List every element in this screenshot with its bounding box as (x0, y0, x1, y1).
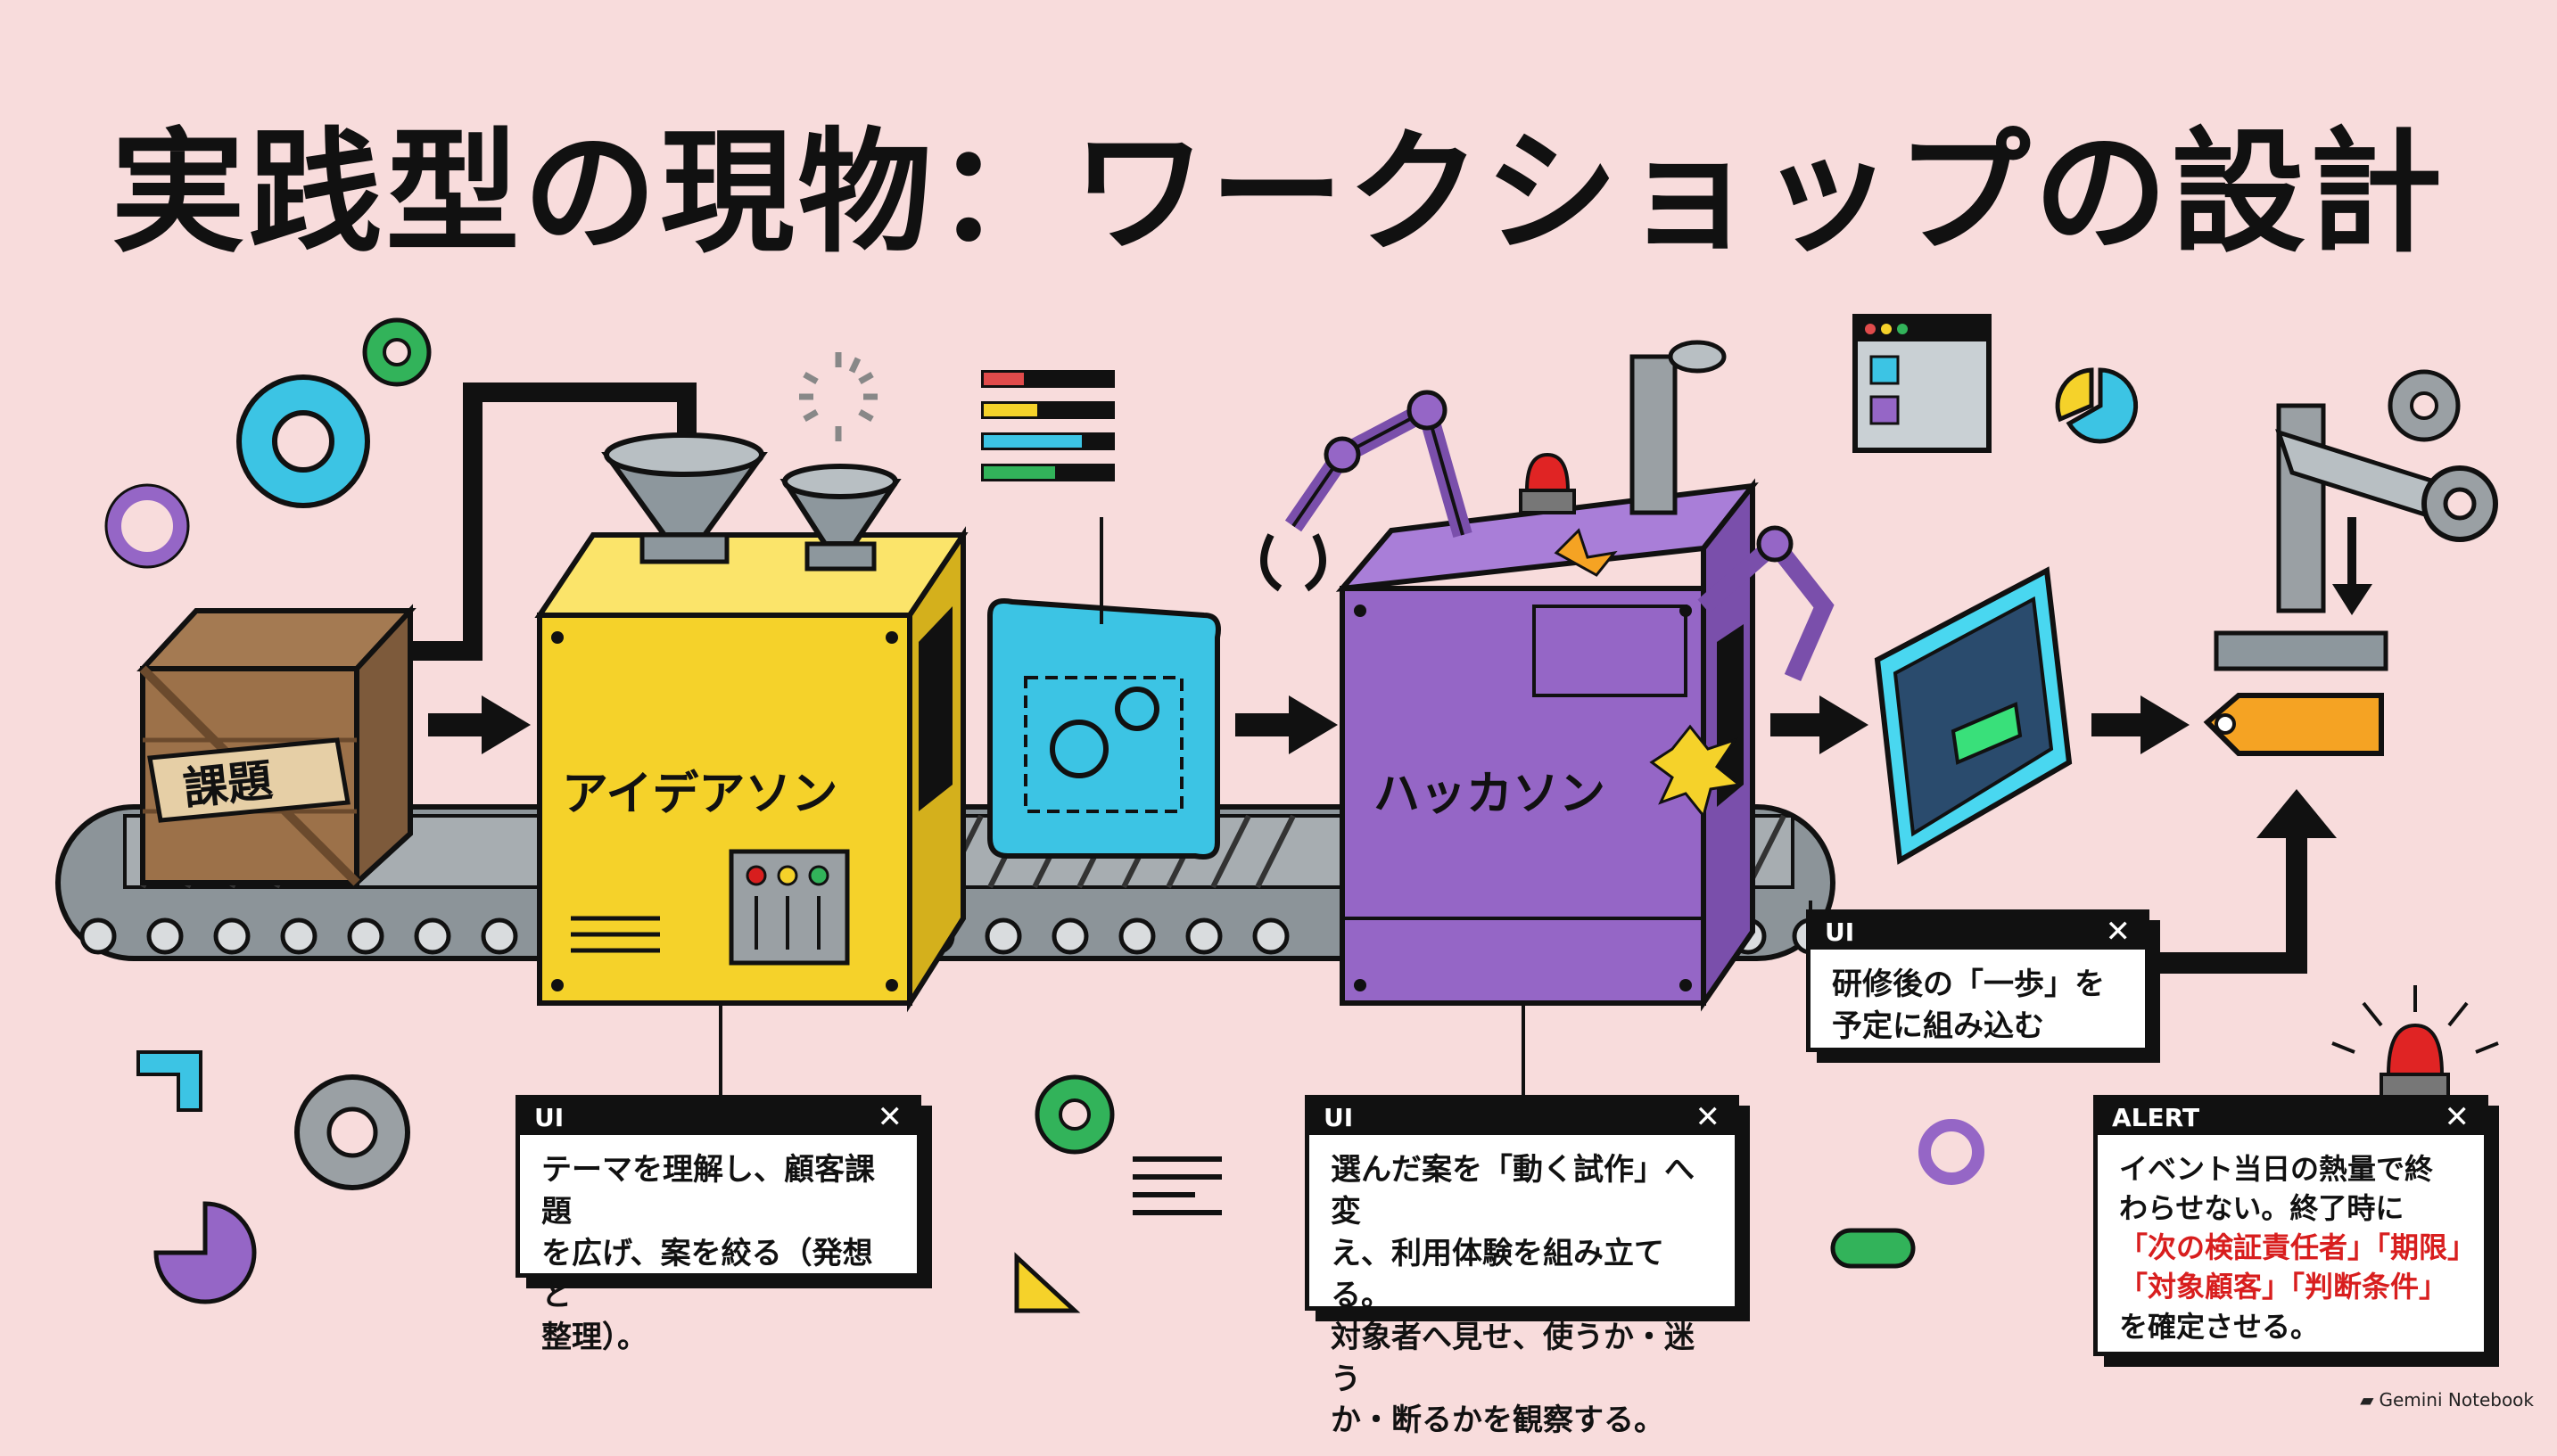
ring-icon-purple-lower (1918, 1119, 1984, 1185)
close-icon[interactable]: ✕ (1695, 1099, 1721, 1135)
hackathon-machine (1260, 340, 1835, 1097)
alert-line-2: わらせない。終了時に (2119, 1191, 2404, 1226)
gear-icon-cyan (236, 374, 370, 508)
stamping-arm (2203, 403, 2498, 756)
panel-text: 選んだ案を「動く試作」へ変 え、利用体験を組み立てる。 対象者へ見せ、使うか・迷… (1331, 1152, 1695, 1439)
close-icon[interactable]: ✕ (2444, 1099, 2470, 1135)
panel-header: UI (534, 1102, 565, 1132)
panel-header: UI (1825, 917, 1855, 947)
panel-text: テーマを理解し、顧客課題 を広げ、案を絞る（発想と 整理）。 (541, 1152, 875, 1355)
alert-line-1: イベント当日の熱量で終 (2119, 1152, 2434, 1186)
loading-icon (799, 352, 878, 441)
decorative-gear-icons (104, 317, 2461, 1313)
blueprint-scroll (981, 370, 1221, 860)
panel-titlebar: UI ✕ (520, 1099, 917, 1135)
page-title: 実践型の現物：ワークショップの設計 (111, 116, 2446, 271)
alert-line-3: 「次の検証責任者」「期限」 (2119, 1230, 2477, 1265)
footer-brand: ▰ Gemini Notebook (2360, 1389, 2534, 1411)
tablet-prototype (1874, 566, 2073, 865)
gear-icon-green (362, 317, 432, 387)
lines-icon (1133, 1156, 1222, 1215)
gear-icon-green-small (1035, 1074, 1115, 1155)
ideathon-info-panel: UI ✕ テーマを理解し、顧客課題 を広げ、案を絞る（発想と 整理）。 (516, 1095, 921, 1355)
ring-icon-purple (105, 484, 189, 568)
alert-panel: ALERT ✕ イベント当日の熱量で終 わらせない。終了時に 「次の検証責任者」… (2093, 1095, 2488, 1356)
ideathon-machine (534, 432, 969, 1097)
alert-beacon (2331, 985, 2499, 1103)
notebook-icon: ▰ (2360, 1389, 2374, 1411)
pill-icon-green (1830, 1228, 1916, 1269)
close-icon[interactable]: ✕ (877, 1099, 903, 1135)
alert-line-4: 「対象顧客」「判断条件」 (2119, 1270, 2448, 1304)
panel-header: UI (1324, 1102, 1354, 1132)
hackathon-info-panel: UI ✕ 選んだ案を「動く試作」へ変 え、利用体験を組み立てる。 対象者へ見せ、… (1305, 1095, 1739, 1438)
panel-text: イベント当日の熱量で終 わらせない。終了時に 「次の検証責任者」「期限」 「対象… (2098, 1135, 2484, 1361)
panel-text: 研修後の「一歩」を 予定に組み込む (1832, 967, 2105, 1044)
next-step-panel: UI ✕ 研修後の「一歩」を 予定に組み込む (1806, 909, 2149, 1052)
panel-titlebar: UI ✕ (1309, 1099, 1735, 1135)
ideathon-label: アイデアソン (562, 768, 838, 821)
flow-arrows (428, 695, 2190, 754)
footer-brand-text: Gemini Notebook (2379, 1389, 2534, 1411)
triangle-icon-yellow (1014, 1252, 1081, 1313)
window-icon (1852, 314, 1992, 453)
crate-label: 課題 (180, 753, 276, 816)
pie-icon-blue (2066, 367, 2139, 444)
panel-titlebar: ALERT ✕ (2098, 1099, 2484, 1135)
up-arrow (2149, 789, 2337, 974)
gear-icon-grey-top (2388, 369, 2461, 442)
panel-header: ALERT (2112, 1102, 2200, 1132)
close-icon[interactable]: ✕ (2105, 914, 2132, 950)
gear-icon-grey (294, 1074, 410, 1190)
crate (136, 604, 417, 889)
hackathon-label: ハッカソン (1373, 768, 1606, 821)
panel-titlebar: UI ✕ (1811, 914, 2145, 950)
alert-line-5: を確定させる。 (2119, 1309, 2320, 1344)
corner-icon-cyan (136, 1050, 202, 1112)
pie-icon-purple (153, 1201, 257, 1304)
